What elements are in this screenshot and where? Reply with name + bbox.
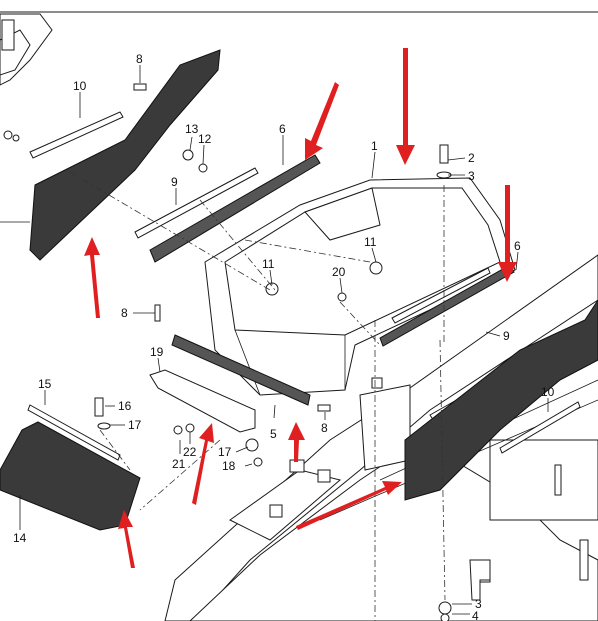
hardware-items xyxy=(94,83,452,621)
red-arrow-2 xyxy=(396,48,415,165)
callout-19: 19 xyxy=(150,345,164,359)
callout-8c: 8 xyxy=(321,421,328,435)
bracket-part-19 xyxy=(149,369,256,433)
callout-2: 2 xyxy=(468,151,475,165)
red-arrow-5 xyxy=(192,423,214,505)
callout-3a: 3 xyxy=(468,169,475,183)
callout-20: 20 xyxy=(332,265,346,279)
callout-leaders xyxy=(0,65,549,615)
callout-18: 18 xyxy=(222,459,236,473)
machine-corner-topleft xyxy=(0,13,53,142)
callout-17b: 17 xyxy=(218,445,232,459)
callout-12: 12 xyxy=(198,132,212,146)
callout-9a: 9 xyxy=(171,175,178,189)
red-arrow-8 xyxy=(296,481,402,530)
red-arrow-1 xyxy=(305,82,339,160)
callout-6a: 6 xyxy=(279,122,286,136)
callout-17a: 17 xyxy=(128,418,142,432)
callout-8a: 8 xyxy=(136,52,143,66)
callout-10a: 10 xyxy=(73,79,87,93)
bar-part-10a xyxy=(29,111,124,159)
red-arrow-3 xyxy=(498,185,517,282)
callout-14: 14 xyxy=(13,531,27,545)
red-arrow-7 xyxy=(118,510,135,568)
callout-9b: 9 xyxy=(503,329,510,343)
callout-13: 13 xyxy=(185,122,199,136)
bar-part-10b xyxy=(499,401,581,454)
callout-10b: 10 xyxy=(541,385,555,399)
rubber-strip-part-6a xyxy=(149,154,321,263)
rubber-flap-right xyxy=(404,299,598,501)
highlight-arrows xyxy=(84,48,517,568)
callout-5: 5 xyxy=(270,427,277,441)
callout-21: 21 xyxy=(172,457,186,471)
red-arrow-4 xyxy=(84,237,100,318)
assembly-center-lines xyxy=(69,171,446,621)
rubber-strip-part-5 xyxy=(171,334,311,406)
bar-part-9b xyxy=(391,267,491,324)
rubber-strip-part-6b xyxy=(379,264,515,347)
callout-11a: 11 xyxy=(262,257,275,271)
callout-11b: 11 xyxy=(364,235,377,249)
bar-part-15 xyxy=(27,404,121,461)
callout-labels: 8 10 13 12 6 1 2 3 9 11 11 20 6 8 9 19 1… xyxy=(13,52,555,621)
callout-22: 22 xyxy=(183,445,197,459)
rubber-plate-part-14 xyxy=(0,421,141,531)
callout-4: 4 xyxy=(472,609,479,621)
callout-6b: 6 xyxy=(514,239,521,253)
callout-3b: 3 xyxy=(475,597,482,611)
callout-1: 1 xyxy=(371,139,378,153)
bin-tray-part-1 xyxy=(204,177,516,396)
bar-part-9a xyxy=(134,167,259,239)
rubber-flap-topleft xyxy=(29,49,221,261)
callout-16: 16 xyxy=(118,399,132,413)
callout-15: 15 xyxy=(38,377,52,391)
callout-8b: 8 xyxy=(121,306,128,320)
red-arrow-6 xyxy=(288,422,305,462)
